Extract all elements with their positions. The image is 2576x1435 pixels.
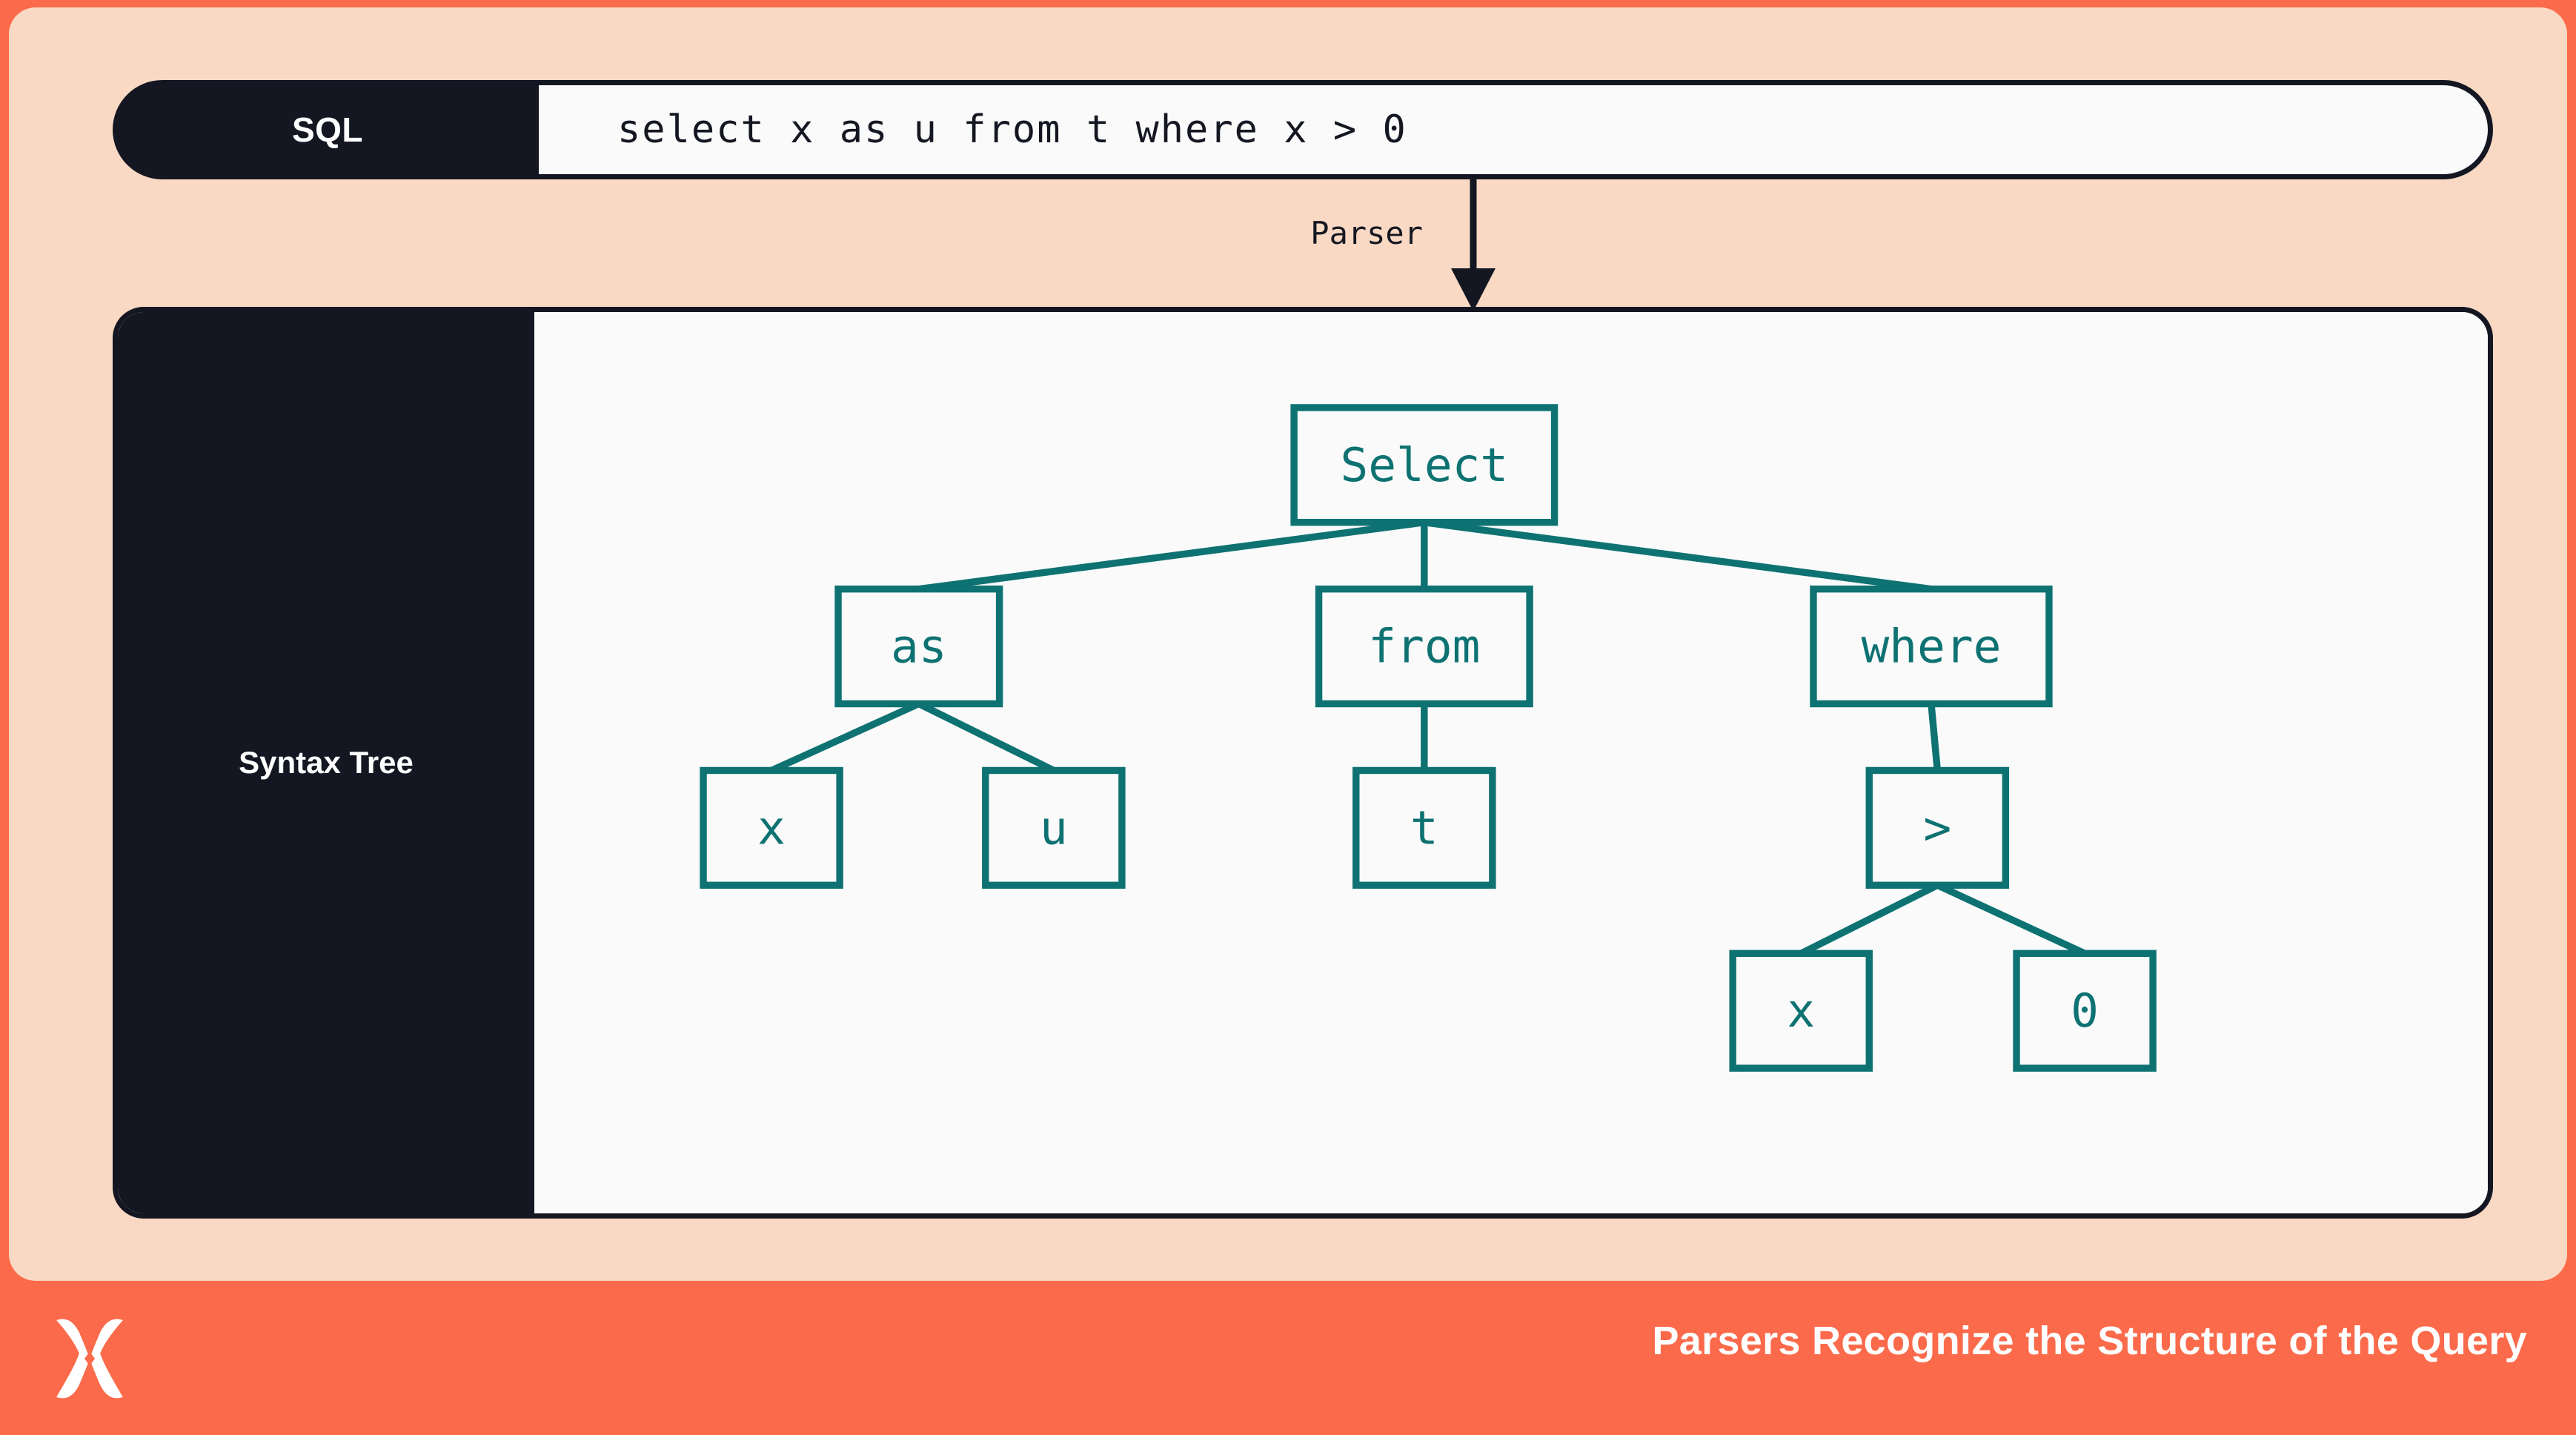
tree-node-box xyxy=(834,585,1003,708)
tree-node-box xyxy=(700,766,843,889)
tree-node-box xyxy=(1352,766,1496,889)
syntax-tree-graphic: Select as from where x u t > x 0 xyxy=(700,404,2157,1072)
sql-label-panel: SQL xyxy=(113,80,542,179)
tree-node[interactable]: as xyxy=(834,585,1003,708)
parser-transform: Parser xyxy=(1269,135,1624,311)
tree-edge xyxy=(918,519,1425,593)
tree-node-label: > xyxy=(1923,801,1951,855)
tree-node-label: from xyxy=(1368,620,1480,674)
syntax-tree-canvas: Select as from where x u t > x 0 xyxy=(534,312,2488,1213)
tree-node[interactable]: where xyxy=(1810,585,2053,708)
tree-node-label: x xyxy=(757,801,786,855)
tree-edge xyxy=(1424,519,1932,593)
sql-label: SQL xyxy=(291,110,364,149)
tree-node-label: t xyxy=(1410,801,1438,855)
tree-node-box xyxy=(1865,766,2010,889)
syntax-tree-label: Syntax Tree xyxy=(239,745,414,780)
butterfly-x-logo-icon xyxy=(56,1319,123,1399)
tree-edge xyxy=(917,700,1055,774)
tree-edge xyxy=(770,700,920,774)
sql-query-text: select x as u from t where x > 0 xyxy=(617,107,1407,152)
tree-node[interactable]: from xyxy=(1315,585,1533,708)
tree-node-box xyxy=(2013,950,2157,1072)
syntax-tree-label-panel: Syntax Tree xyxy=(118,312,534,1213)
tree-node-box xyxy=(1729,950,1873,1072)
tree-node-label: Select xyxy=(1341,438,1509,492)
tree-node-label: where xyxy=(1861,620,2001,674)
tree-node[interactable]: > xyxy=(1865,766,2010,889)
sql-row: SQL select x as u from t where x > 0 xyxy=(113,80,2493,179)
syntax-tree-panel: Syntax Tree Select as from where x u t > x 0 xyxy=(113,307,2493,1219)
tree-node-label: x xyxy=(1787,984,1815,1038)
tree-edge xyxy=(1936,882,2087,957)
tree-node-label: 0 xyxy=(2071,984,2099,1038)
tree-edge xyxy=(1928,703,1942,771)
tree-node-group: Select as from where x u t > x 0 xyxy=(700,404,2157,1072)
tree-node[interactable]: x xyxy=(1729,950,1873,1072)
tree-node[interactable]: Select xyxy=(1290,404,1558,526)
tree-edge-group xyxy=(770,519,2087,957)
footer-bar: Parsers Recognize the Structure of the Q… xyxy=(0,1281,2576,1435)
tree-node[interactable]: u xyxy=(982,766,1126,889)
tree-node-label: u xyxy=(1040,801,1068,855)
tree-node[interactable]: x xyxy=(700,766,843,889)
footer-caption: Parsers Recognize the Structure of the Q… xyxy=(1652,1319,2527,1363)
content-canvas: SQL select x as u from t where x > 0 Par… xyxy=(9,7,2567,1281)
tree-node[interactable]: 0 xyxy=(2013,950,2157,1072)
tree-node-box xyxy=(1810,585,2053,708)
tree-edge xyxy=(1799,882,1939,957)
tree-node-box xyxy=(1290,404,1558,526)
sql-query-field[interactable]: select x as u from t where x > 0 xyxy=(534,80,2493,179)
tree-node-box xyxy=(982,766,1126,889)
parser-label: Parser xyxy=(1310,215,1423,251)
tree-node-label: as xyxy=(891,620,947,674)
tree-node[interactable]: t xyxy=(1352,766,1496,889)
tree-node-box xyxy=(1315,585,1533,708)
